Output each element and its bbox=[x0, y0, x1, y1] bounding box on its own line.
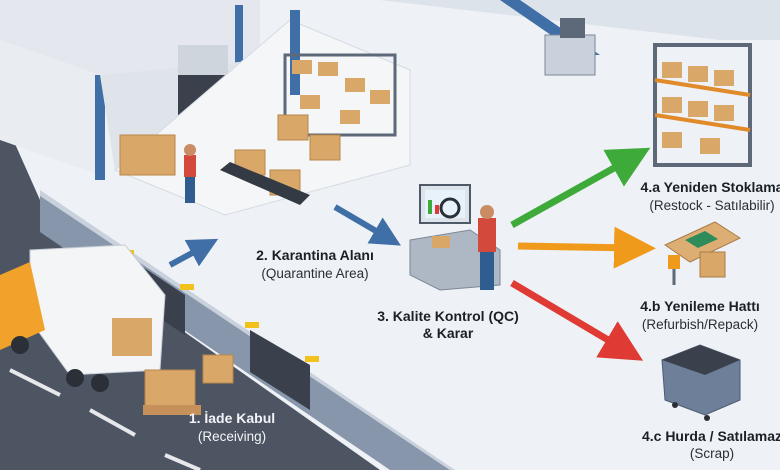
dock-door bbox=[245, 322, 319, 410]
step-4a-subtitle: (Restock - Satılabilir) bbox=[649, 198, 774, 213]
restock-arrow bbox=[510, 147, 651, 229]
restock-shelf-icon bbox=[653, 43, 752, 167]
step-1-title: 1. İade Kabul bbox=[189, 410, 275, 426]
step-3-subtitle: & Karar bbox=[423, 325, 474, 341]
terminal-kiosk-icon bbox=[544, 18, 596, 76]
step-4b-subtitle: (Refurbish/Repack) bbox=[642, 317, 758, 332]
flow-arrow-receiving-to-quarantine bbox=[168, 238, 219, 268]
scrap-arrow bbox=[510, 279, 644, 361]
road-marking bbox=[89, 408, 136, 437]
step-2-subtitle: (Quarantine Area) bbox=[261, 266, 368, 281]
delivery-truck bbox=[0, 244, 166, 392]
receiving-boxes bbox=[143, 354, 234, 415]
road-marking bbox=[9, 368, 61, 397]
pallet-boxes bbox=[119, 114, 341, 205]
step-3-title: 3. Kalite Kontrol (QC) bbox=[377, 308, 519, 324]
step-4c-subtitle: (Scrap) bbox=[690, 446, 734, 461]
step-4a-title: 4.a Yeniden Stoklama bbox=[641, 179, 780, 195]
qc-workstation bbox=[409, 184, 501, 291]
refurbish-desk-icon bbox=[663, 221, 742, 285]
qc-inspector bbox=[478, 205, 496, 290]
flow-arrow-quarantine-to-qc bbox=[333, 204, 401, 246]
step-4c-title: 4.c Hurda / Satılamaz bbox=[642, 428, 780, 444]
step-4b-title: 4.b Yenileme Hattı bbox=[640, 298, 760, 314]
step-2-title: 2. Karantina Alanı bbox=[256, 247, 374, 263]
worker bbox=[184, 144, 196, 203]
scrap-bin-icon bbox=[661, 344, 741, 421]
step-1-subtitle: (Receiving) bbox=[198, 429, 266, 444]
refurbish-arrow bbox=[517, 226, 656, 269]
road-marking bbox=[164, 453, 201, 470]
